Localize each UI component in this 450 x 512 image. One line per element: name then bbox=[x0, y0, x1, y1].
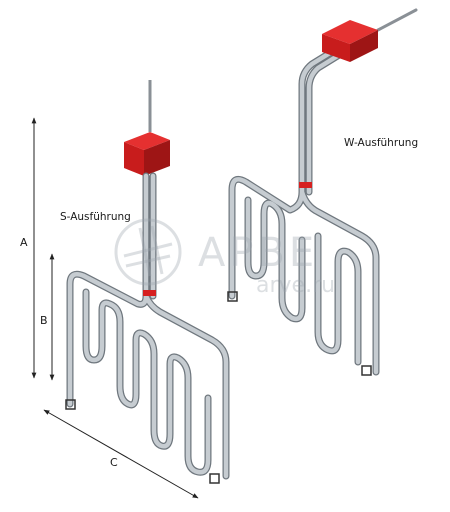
w-variant-heater bbox=[227, 8, 418, 376]
s-variant-label: S-Ausführung bbox=[60, 211, 131, 223]
dimension-a-label: A bbox=[20, 236, 28, 249]
watermark-logo-icon bbox=[114, 218, 182, 286]
w-variant-label: W-Ausführung bbox=[344, 137, 418, 149]
w-heating-tubes bbox=[228, 44, 380, 376]
watermark-url: arve.ru bbox=[256, 273, 335, 298]
w-tube-end-right bbox=[361, 365, 372, 376]
s-heating-tubes bbox=[66, 172, 230, 480]
s-tube-end-left bbox=[65, 399, 76, 410]
s-variant-heater bbox=[65, 80, 230, 484]
dimension-lines bbox=[31, 117, 199, 499]
dimension-b-label: B bbox=[40, 314, 48, 327]
w-red-ring bbox=[299, 182, 312, 188]
watermark-logo-text: АРВЕ bbox=[198, 230, 318, 276]
s-terminal-box bbox=[124, 132, 170, 176]
s-tube-end-right bbox=[209, 473, 220, 484]
s-red-ring bbox=[143, 290, 156, 296]
watermark: АРВЕ arve.ru bbox=[114, 218, 335, 298]
w-terminal-box bbox=[322, 20, 378, 62]
w-tube-end-left bbox=[227, 291, 238, 302]
dimension-c-label: C bbox=[110, 456, 118, 469]
w-cable bbox=[376, 8, 418, 32]
dimension-c-line bbox=[43, 409, 199, 499]
